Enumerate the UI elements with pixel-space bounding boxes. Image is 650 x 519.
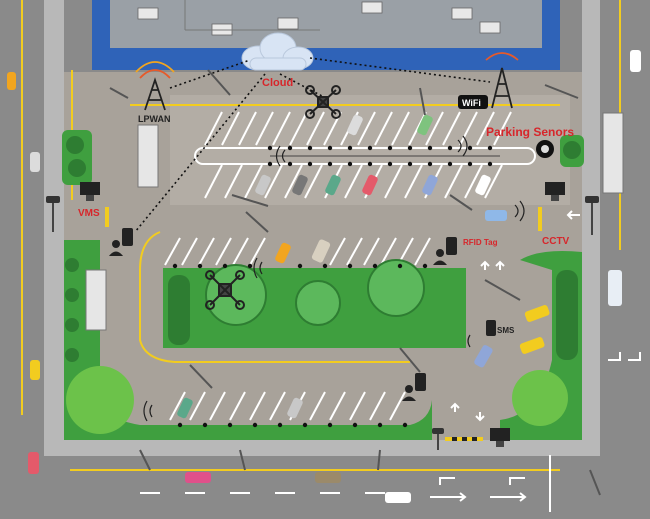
sidewalk-bottom <box>44 440 600 456</box>
building-roof <box>110 0 542 48</box>
sms-label: SMS <box>497 326 515 335</box>
vms-label: VMS <box>78 208 100 219</box>
lpwan-label: LPWAN <box>138 114 171 124</box>
rfid-tag-label: RFID Tag <box>463 238 498 247</box>
cloud-label: Cloud <box>262 77 293 89</box>
cctv-label: CCTV <box>542 236 570 247</box>
parking-sensors-label: Parking Senors <box>486 125 574 139</box>
wifi-label: WiFi <box>462 98 481 108</box>
